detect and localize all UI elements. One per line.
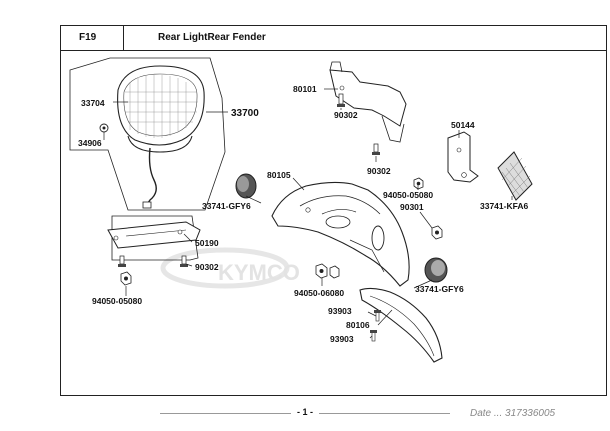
nut-90301[interactable] (431, 225, 443, 240)
callout-90301: 90301 (400, 202, 424, 212)
callout-50144: 50144 (451, 120, 475, 130)
page-footer: - 1 - (0, 407, 610, 417)
callout-90302-lower: 90302 (195, 262, 219, 272)
nut-94050-05080-upper[interactable] (413, 177, 424, 190)
callout-94050-05080-upper: 94050-05080 (383, 190, 433, 200)
callout-80106: 80106 (346, 320, 370, 330)
callout-34906: 34906 (78, 138, 102, 148)
bolt-90302-lower[interactable] (180, 255, 188, 267)
header-divider (123, 26, 124, 50)
callout-80101: 80101 (293, 84, 317, 94)
callout-93903-upper: 93903 (328, 306, 352, 316)
callout-33700: 33700 (231, 108, 259, 119)
callout-94050-06080: 94050-06080 (294, 288, 344, 298)
callout-90302-upper: 90302 (334, 110, 358, 120)
screw-93903-upper[interactable] (374, 310, 381, 322)
nut-94050-06080-b[interactable] (329, 265, 340, 279)
callout-33741-gfy6-left: 33741-GFY6 (202, 201, 251, 211)
callout-90302-mid: 90302 (367, 166, 391, 176)
figure-code: F19 (79, 32, 97, 43)
nut-94050-06080[interactable] (315, 263, 328, 279)
rear-light-group-outline (69, 57, 226, 211)
callout-94050-05080-lower: 94050-05080 (92, 296, 142, 306)
bolt-90302-lower-left[interactable] (118, 255, 126, 267)
bolt-90302-mid[interactable] (372, 143, 380, 155)
nut-94050-05080-lower[interactable] (120, 271, 132, 286)
page-number: - 1 - (290, 407, 319, 417)
bracket-80101[interactable] (329, 61, 407, 143)
diagram-frame (60, 50, 607, 396)
figure-title: Rear LightRear Fender (158, 32, 266, 43)
reflector-33741-kfa6[interactable] (497, 151, 533, 201)
callout-80105: 80105 (267, 170, 291, 180)
callout-93903-lower: 93903 (330, 334, 354, 344)
leader-lines (103, 88, 513, 339)
kymco-logo: KYMCO (160, 247, 300, 289)
screw-93903-lower[interactable] (370, 330, 377, 342)
callout-33741-kfa6: 33741-KFA6 (480, 201, 528, 211)
license-bracket-50190[interactable] (107, 221, 201, 249)
watermark-text: Date ... 317336005 (470, 408, 556, 419)
rear-light-assembly[interactable] (117, 65, 205, 209)
callout-50190: 50190 (195, 238, 219, 248)
side-reflector-right[interactable] (424, 257, 448, 283)
bolt-90302-upper[interactable] (337, 93, 345, 107)
reflector-bracket-50144[interactable] (447, 131, 479, 183)
rear-fender-80105[interactable] (271, 181, 410, 287)
header-bar: F19 Rear LightRear Fender (60, 25, 607, 51)
logo-text: KYMCO (218, 260, 300, 285)
bulb-socket-34906[interactable] (99, 123, 109, 133)
side-reflector-left[interactable] (235, 173, 257, 199)
license-bracket-group-outline (111, 215, 199, 261)
callout-33704: 33704 (81, 98, 105, 108)
callout-33741-gfy6-right: 33741-GFY6 (415, 284, 464, 294)
fender-extension-80106[interactable] (359, 287, 443, 363)
